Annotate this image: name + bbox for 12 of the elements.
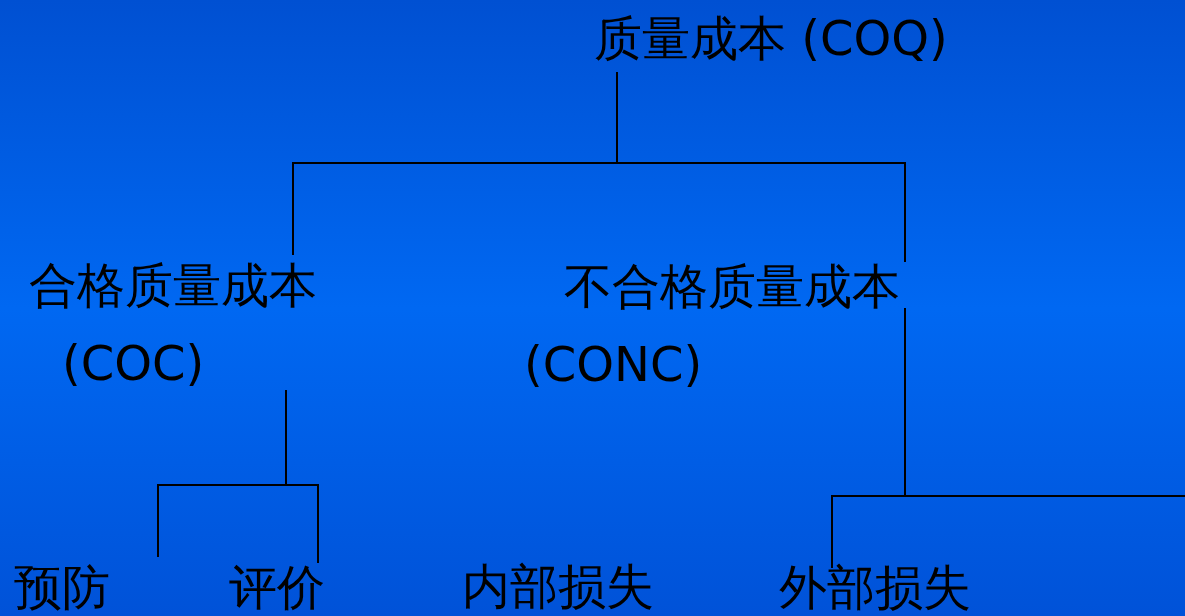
node-label: 质量成本 (COQ) — [594, 10, 948, 66]
node-code: (CONC) — [524, 336, 703, 392]
category-label: 内部损失 — [462, 558, 654, 614]
node-label: 不合格质量成本 — [564, 258, 900, 314]
connector-line — [285, 389, 319, 564]
node-code: (COC) — [62, 335, 205, 391]
node-label: 预防 — [14, 559, 110, 615]
connector-line — [616, 71, 906, 263]
connector-line — [904, 307, 1185, 497]
node-label: 外部损失 — [779, 559, 971, 615]
node-label: 合格质量成本 — [29, 257, 317, 313]
node-label: 评价 — [229, 559, 325, 615]
